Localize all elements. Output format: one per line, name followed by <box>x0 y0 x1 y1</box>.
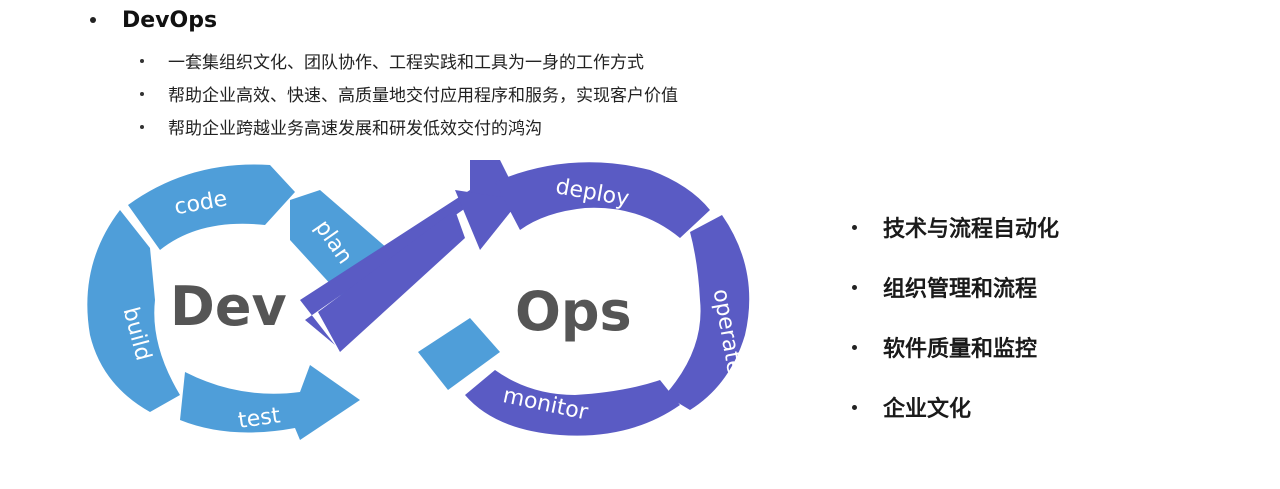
page-title: DevOps <box>86 4 217 36</box>
list-item-text: 帮助企业高效、快速、高质量地交付应用程序和服务，实现客户价值 <box>168 86 678 106</box>
code-segment <box>128 164 295 250</box>
list-item: 帮助企业高效、快速、高质量地交付应用程序和服务，实现客户价值 <box>138 77 678 110</box>
focus-area-list: 技术与流程自动化 组织管理和流程 软件质量和监控 企业文化 <box>850 197 1059 437</box>
bullet-dot <box>852 404 857 410</box>
monitor-segment <box>465 370 680 436</box>
dev-loop <box>87 164 395 440</box>
release-arrow-head <box>455 190 520 250</box>
release-arrow-body <box>318 210 465 352</box>
bullet-dot <box>852 224 857 230</box>
operate-segment <box>665 215 750 410</box>
list-item: 一套集组织文化、团队协作、工程实践和工具为一身的工作方式 <box>138 44 678 77</box>
list-item-text: 企业文化 <box>883 397 972 422</box>
bullet-dot <box>90 17 96 23</box>
list-item: 企业文化 <box>850 377 1059 437</box>
dev-label: Dev <box>170 275 287 338</box>
bullet-dot <box>140 58 144 63</box>
list-item: 软件质量和监控 <box>850 317 1059 377</box>
list-item-text: 帮助企业跨越业务高速发展和研发低效交付的鸿沟 <box>168 119 542 139</box>
ops-loop <box>465 162 750 436</box>
list-item-text: 技术与流程自动化 <box>883 217 1060 242</box>
bullet-dot <box>852 344 857 350</box>
ops-label: Ops <box>515 280 632 343</box>
deploy-segment <box>495 162 710 238</box>
bullet-dot <box>140 124 144 129</box>
list-item: 帮助企业跨越业务高速发展和研发低效交付的鸿沟 <box>138 110 678 143</box>
build-segment <box>87 210 180 412</box>
list-item-text: 软件质量和监控 <box>883 337 1038 362</box>
bullet-dot <box>852 284 857 290</box>
test-segment <box>180 365 360 440</box>
list-item-text: 组织管理和流程 <box>883 277 1038 302</box>
list-item: 组织管理和流程 <box>850 257 1059 317</box>
title-text: DevOps <box>122 7 218 33</box>
list-item-text: 一套集组织文化、团队协作、工程实践和工具为一身的工作方式 <box>168 53 644 73</box>
definition-list: 一套集组织文化、团队协作、工程实践和工具为一身的工作方式 帮助企业高效、快速、高… <box>138 44 678 143</box>
bullet-dot <box>140 91 144 96</box>
test-label: test <box>237 403 283 434</box>
monitor-return-arrow <box>418 318 500 390</box>
list-item: 技术与流程自动化 <box>850 197 1059 257</box>
